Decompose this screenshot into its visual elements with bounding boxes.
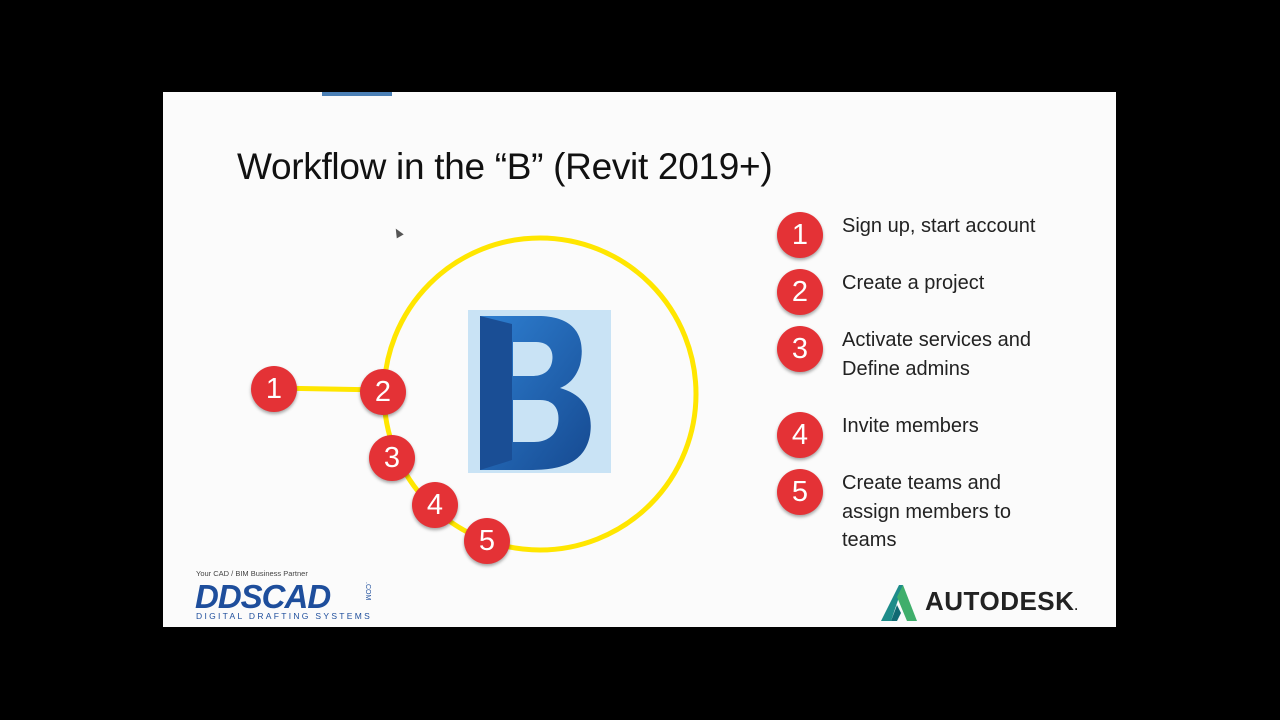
autodesk-wordmark: AUTODESK. [925, 586, 1078, 617]
step-text: Sign up, start account [842, 212, 1035, 241]
slide-title: Workflow in the “B” (Revit 2019+) [237, 146, 773, 187]
diagram-node-5: 5 [464, 518, 510, 564]
presentation-slide: Workflow in the “B” (Revit 2019+) 1 2 3 … [163, 92, 1116, 627]
step-number-badge: 5 [777, 469, 823, 515]
ddscad-subtitle: DIGITAL DRAFTING SYSTEMS [196, 611, 373, 621]
diagram-node-3: 3 [369, 435, 415, 481]
ddscad-logo: Your CAD / BIM Business Partner DDSCAD .… [195, 568, 385, 622]
step-number-badge: 2 [777, 269, 823, 315]
ddscad-tagline: Your CAD / BIM Business Partner [196, 569, 308, 578]
step-line: assign members to [842, 500, 1011, 523]
step-text: Invite members [842, 412, 979, 441]
step-number-badge: 3 [777, 326, 823, 372]
diagram-node-1: 1 [251, 366, 297, 412]
autodesk-logo: AUTODESK. [879, 581, 1104, 621]
step-line: Sign up, start account [842, 215, 1036, 237]
revit-b-logo [468, 310, 611, 473]
step-line: Invite members [842, 415, 979, 437]
step-number-badge: 4 [777, 412, 823, 458]
diagram-node-4: 4 [412, 482, 458, 528]
step-line: teams [842, 529, 897, 551]
autodesk-a-icon [881, 585, 917, 621]
diagram-node-2: 2 [360, 369, 406, 415]
slide-top-marker [322, 92, 392, 96]
step-text: Create a project [842, 269, 984, 298]
step-text: Create teams and assign members to teams [842, 469, 1011, 555]
ddscad-domain: .COM [364, 582, 371, 601]
ddscad-wordmark: DDSCAD [195, 578, 331, 615]
step-text: Activate services and Define admins [842, 326, 1031, 383]
autodesk-mark: . [1074, 599, 1079, 613]
step-line: Create a project [842, 272, 985, 294]
step-line: Activate services and [842, 329, 1031, 351]
autodesk-name: AUTODESK [925, 586, 1075, 616]
step-line: Define admins [842, 357, 970, 380]
step-number-badge: 1 [777, 212, 823, 258]
step-line: Create teams and [842, 472, 1001, 494]
